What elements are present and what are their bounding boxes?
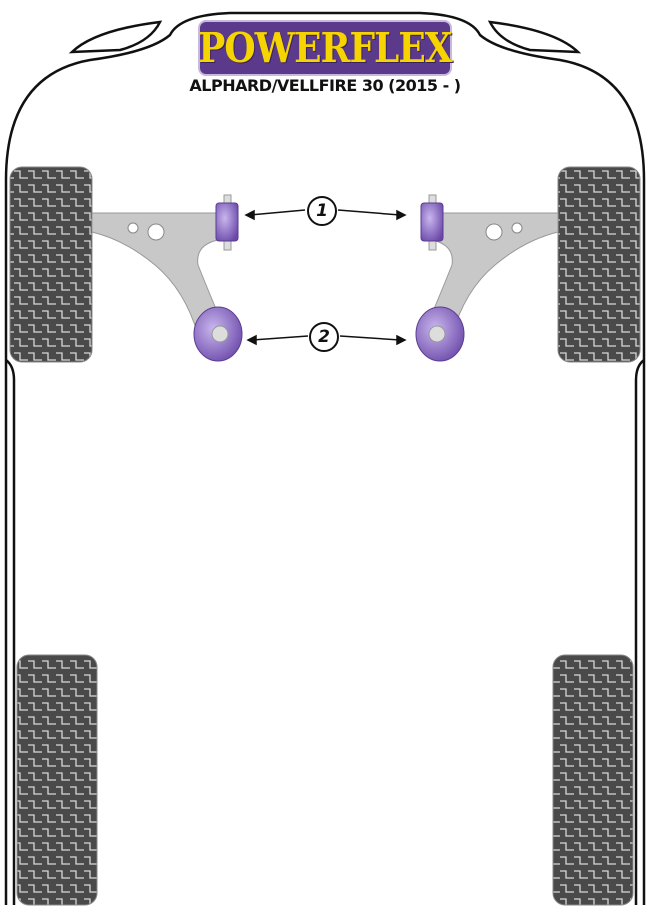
rear-right-tire	[552, 654, 634, 906]
bush-2-left	[193, 306, 243, 362]
rear-left-tire	[16, 654, 98, 906]
powerflex-logo: POWERFLEX	[198, 20, 453, 76]
left-mirror	[68, 20, 163, 54]
right-mirror	[487, 20, 582, 54]
callout-2[interactable]: 2	[309, 322, 339, 352]
bush-2-right	[415, 306, 465, 362]
callout-arrows	[244, 209, 407, 346]
vehicle-title: ALPHARD/VELLFIRE 30 (2015 - )	[189, 76, 461, 95]
body-outline	[4, 11, 646, 905]
callout-1[interactable]: 1	[307, 196, 337, 226]
front-left-tire	[9, 166, 93, 363]
bush-1-left	[215, 194, 239, 251]
bush-1-right	[420, 194, 444, 251]
front-right-tire	[557, 166, 641, 363]
